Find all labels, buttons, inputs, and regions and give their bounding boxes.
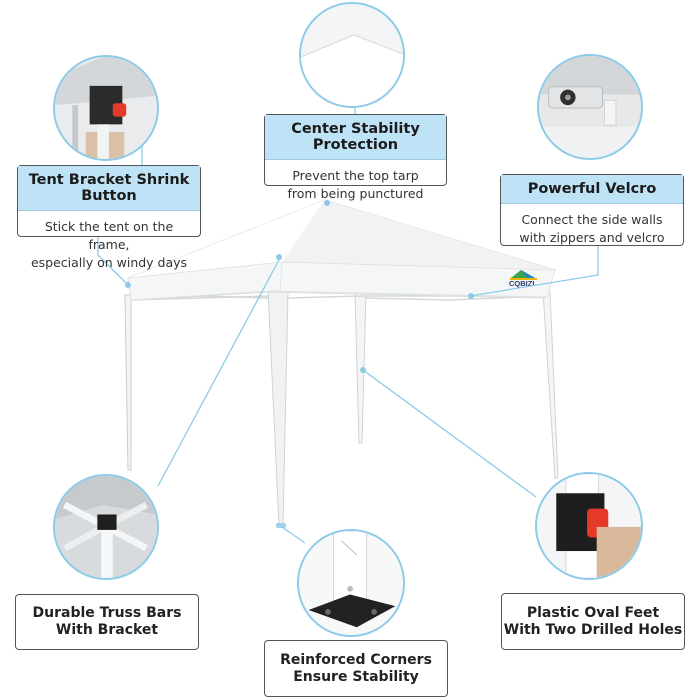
tent-frame [124,289,559,526]
brand-logo-icon [510,270,537,280]
bracket-button-title: Tent Bracket Shrink Button [18,166,200,211]
truss-detail-photo [53,474,159,580]
callout-connectors [97,108,599,544]
center-stability-callout: Center Stability Protection Prevent the … [264,114,447,201]
oval-feet-line1: Plastic Oval Feet [526,604,660,621]
velcro-title: Powerful Velcro [501,175,683,204]
reinforced-corners-line2: Ensure Stability [293,668,419,685]
oval-feet-detail-photo [535,472,643,580]
bracket-button-line1: Stick the tent on the frame, [44,219,174,252]
canopy [127,199,556,301]
brand-logo-text: CQBIZI [509,279,534,288]
bracket-button-callout: Tent Bracket Shrink Button Stick the ten… [17,165,201,270]
bracket-detail-photo [53,55,159,161]
truss-bars-callout: Durable Truss Bars With Bracket [15,594,199,650]
velcro-line2: with zippers and velcro [519,230,665,245]
bracket-button-line2: especially on windy days [30,255,188,270]
truss-bars-line1: Durable Truss Bars [32,605,182,621]
oval-feet-line2: With Two Drilled Holes [503,621,683,638]
reinforced-corners-callout: Reinforced Corners Ensure Stability [264,640,448,697]
corner-foot-detail-photo [297,529,405,637]
velcro-line1: Connect the side walls [521,212,663,227]
oval-feet-callout: Plastic Oval Feet With Two Drilled Holes [501,593,685,650]
center-stability-title: Center Stability Protection [265,115,446,160]
velcro-callout: Powerful Velcro Connect the side walls w… [500,174,684,246]
reinforced-corners-line1: Reinforced Corners [280,651,432,668]
velcro-detail-photo [537,54,643,160]
center-stability-line2: from being punctured [287,186,424,201]
center-detail-photo [299,2,405,108]
tent-feet [276,523,286,528]
center-stability-line1: Prevent the top tarp [292,168,419,183]
truss-bars-line2: With Bracket [55,622,159,638]
